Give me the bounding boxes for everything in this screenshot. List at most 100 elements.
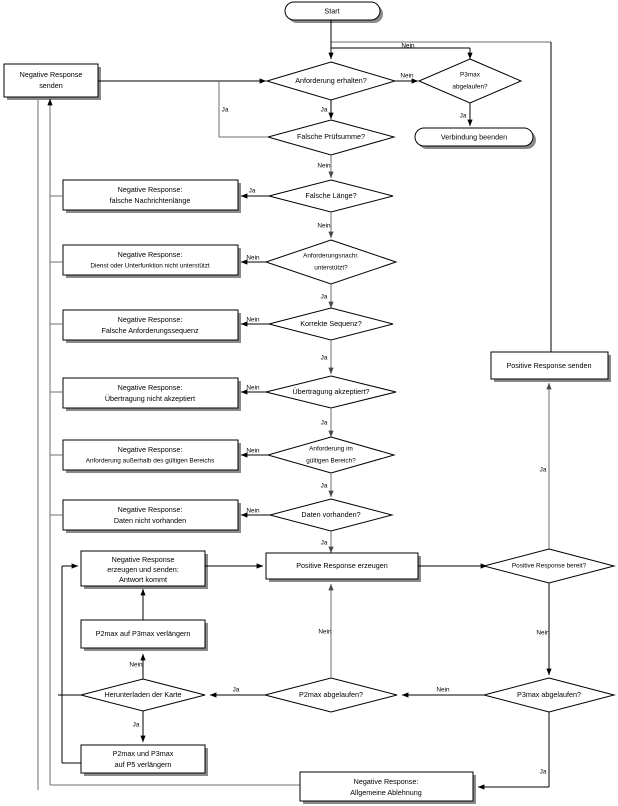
node-p3max-abgelaufen-bottom[interactable]: P3max abgelaufen?: [482, 677, 616, 713]
node-neg-daten-line1: Negative Response:: [118, 505, 183, 514]
node-falsche-pruefsumme[interactable]: Falsche Prüfsumme?: [266, 119, 396, 156]
node-daten-label: Daten vorhanden?: [301, 510, 360, 519]
edge-label-daten-nein: Nein: [246, 508, 260, 515]
node-start[interactable]: Start: [284, 1, 383, 23]
node-neg-bereich-line2: Anforderung außerhalb des gültigen Berei…: [86, 458, 215, 465]
node-anforderung-gueltiger-bereich[interactable]: Anforderung im gültigen Bereich?: [266, 436, 396, 474]
node-p2max-p3max-label: P2max auf P3max verlängern: [96, 629, 191, 638]
node-neg-gueltiger-bereich[interactable]: Negative Response: Anforderung außerhalb…: [62, 439, 241, 473]
edge-label-anforderung-nein: Nein: [400, 73, 414, 80]
node-neg-antwort-line3: Antwort kommt: [119, 575, 167, 584]
node-korrekte-sequenz-label: Korrekte Sequenz?: [300, 319, 362, 328]
node-neg-sequenz-line1: Negative Response:: [118, 315, 183, 324]
edge-label-pruefsumme-ja: Ja: [222, 107, 229, 114]
node-neg-antwort-line2: erzeugen und senden:: [107, 565, 179, 574]
node-neg-senden-line1: Negative Response: [20, 70, 83, 79]
node-unterstuetzt-line2: unterstützt?: [314, 265, 348, 272]
node-uebertragung-label: Übertragung akzeptiert?: [292, 387, 369, 396]
edge-label-bereich-nein: Nein: [246, 448, 260, 455]
edge-label-unterstuetzt-ja: Ja: [321, 294, 328, 301]
node-neg-daten-line2: Daten nicht vorhanden: [114, 516, 186, 525]
node-neg-dienst-line2: Dienst oder Unterfunktion nicht unterstü…: [90, 263, 210, 270]
node-pos-erzeugen-label: Positive Response erzeugen: [296, 561, 388, 570]
node-gueltig-line2: gültigen Bereich?: [306, 458, 356, 465]
node-p5-line1: P2max und P3max: [113, 749, 174, 758]
node-anforderung-label: Anforderung erhalten?: [295, 76, 367, 85]
edge-p5-back-to-neg-antwort: [61, 563, 81, 764]
node-neg-bereich-line1: Negative Response:: [118, 445, 183, 454]
edge-label-uebertragung-nein: Nein: [246, 385, 260, 392]
edge-label-sequenz-nein: Nein: [246, 317, 260, 324]
node-neg-nachrichtenlaenge[interactable]: Negative Response: falsche Nachrichtenlä…: [62, 179, 241, 213]
node-neg-daten-nicht-vorhanden[interactable]: Negative Response: Daten nicht vorhanden: [62, 499, 241, 533]
node-neg-laenge-line1: Negative Response:: [118, 185, 183, 194]
edge-label-sequenz-ja: Ja: [321, 355, 328, 362]
edge-label-p2max-nein: Nein: [318, 629, 332, 636]
node-p2max-p3max-p5[interactable]: P2max und P3max auf P5 verlängern: [80, 744, 208, 776]
edge-label-laenge-nein: Nein: [317, 223, 331, 230]
node-positive-response-bereit[interactable]: Positive Response bereit?: [482, 548, 616, 584]
node-p3max-abgelaufen-top[interactable]: P3max abgelaufen?: [417, 58, 523, 104]
node-neg-sequenz-line2: Falsche Anforderungssequenz: [101, 326, 198, 335]
node-pruefsumme-label: Falsche Prüfsumme?: [297, 132, 365, 141]
node-neg-laenge-line2: falsche Nachrichtenlänge: [110, 196, 191, 205]
node-neg-dienst-unterfunktion[interactable]: Negative Response: Dienst oder Unterfunk…: [62, 244, 241, 278]
node-uebertragung-akzeptiert[interactable]: Übertragung akzeptiert?: [265, 375, 397, 409]
node-anforderungsnachr-unterstuetzt[interactable]: Anforderungsnachr. unterstützt?: [264, 239, 398, 285]
node-neg-response-antwort-kommt[interactable]: Negative Response erzeugen und senden: A…: [80, 550, 208, 589]
node-neg-dienst-line1: Negative Response:: [118, 250, 183, 259]
node-positive-response-erzeugen[interactable]: Positive Response erzeugen: [265, 552, 421, 582]
edge-label-bereit-ja: Ja: [540, 467, 547, 474]
node-pos-senden-label: Positive Response senden: [506, 361, 591, 370]
node-neg-allgemeine-ablehnung[interactable]: Negative Response: Allgemeine Ablehnung: [299, 771, 476, 804]
edge-label-bereich-ja: Ja: [321, 483, 328, 490]
node-negative-response-senden[interactable]: Negative Response senden: [3, 63, 101, 100]
edge-p3max-bot-ja: [477, 712, 550, 790]
node-karte-label: Herunterladen der Karte: [104, 690, 181, 699]
node-ablehnung-line2: Allgemeine Ablehnung: [350, 788, 422, 797]
edge-label-laenge-ja: Ja: [249, 188, 256, 195]
node-p5-line2: auf P5 verlängern: [115, 760, 172, 769]
node-neg-senden-line2: senden: [39, 81, 63, 90]
edge-label-p3max-top-ja: Ja: [460, 113, 467, 120]
edge-label-karte-ja: Ja: [133, 722, 140, 729]
node-start-label: Start: [324, 6, 339, 15]
edge-label-karte-nein: Nein: [129, 662, 143, 669]
edge-label-p3max-bot-ja: Ja: [540, 769, 547, 776]
edge-label-top-nein: Nein: [401, 43, 415, 50]
outer-frame-lines: [37, 41, 552, 790]
edge-label-anforderung-ja: Ja: [321, 107, 328, 114]
node-verbindung-label: Verbindung beenden: [441, 132, 507, 141]
node-neg-uebertragung-line2: Übertragung nicht akzeptiert: [105, 394, 195, 403]
edge-label-bereit-nein: Nein: [536, 630, 550, 637]
node-positive-response-senden[interactable]: Positive Response senden: [490, 351, 611, 382]
node-neg-antwort-line1: Negative Response: [112, 555, 175, 564]
edge-label-uebertragung-ja: Ja: [321, 420, 328, 427]
node-p3max-top-line2: abgelaufen?: [452, 84, 488, 91]
node-p3max-top-line1: P3max: [460, 72, 481, 79]
edge-pruefsumme-ja: [218, 81, 268, 138]
node-herunterladen-der-karte[interactable]: Herunterladen der Karte: [80, 678, 206, 712]
node-p3max-bot-label: P3max abgelaufen?: [517, 690, 581, 699]
node-anforderung-erhalten[interactable]: Anforderung erhalten?: [265, 61, 397, 101]
node-pos-bereit-label: Positive Response bereit?: [512, 563, 587, 570]
node-falsche-laenge[interactable]: Falsche Länge?: [268, 179, 394, 213]
node-p2max-abg-label: P2max abgelaufen?: [299, 690, 363, 699]
edge-label-daten-ja: Ja: [321, 540, 328, 547]
node-neg-uebertragung[interactable]: Negative Response: Übertragung nicht akz…: [62, 377, 241, 411]
edge-label-p3max-bot-nein: Nein: [436, 687, 450, 694]
node-neg-uebertragung-line1: Negative Response:: [118, 383, 183, 392]
edge-label-p2max-ja: Ja: [233, 687, 240, 694]
node-daten-vorhanden[interactable]: Daten vorhanden?: [268, 498, 394, 532]
edge-label-pruefsumme-nein: Nein: [317, 163, 331, 170]
node-ablehnung-line1: Negative Response:: [354, 777, 419, 786]
node-falsche-laenge-label: Falsche Länge?: [305, 191, 356, 200]
node-p2max-auf-p3max[interactable]: P2max auf P3max verlängern: [80, 619, 208, 651]
node-korrekte-sequenz[interactable]: Korrekte Sequenz?: [268, 307, 394, 341]
node-unterstuetzt-line1: Anforderungsnachr.: [303, 253, 359, 260]
node-p2max-abgelaufen[interactable]: P2max abgelaufen?: [264, 677, 398, 713]
node-neg-anforderungssequenz[interactable]: Negative Response: Falsche Anforderungss…: [62, 309, 241, 343]
edge-label-unterstuetzt-nein: Nein: [246, 255, 260, 262]
node-verbindung-beenden[interactable]: Verbindung beenden: [414, 127, 536, 149]
